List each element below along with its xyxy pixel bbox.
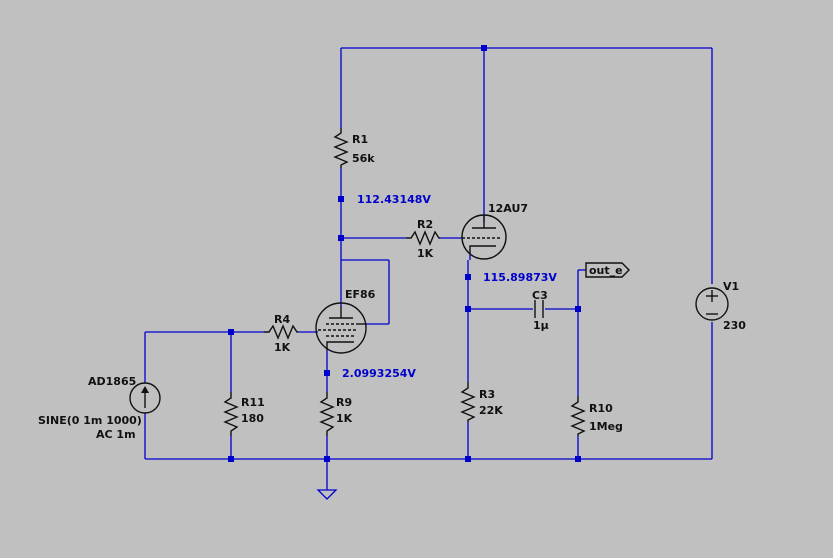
component-labels: R1 56k R2 1K 12AU7 EF86 R4 1K C3 1µ V1 2… [38, 133, 746, 441]
r9-name: R9 [336, 396, 352, 409]
voltage-12au7-cathode: 115.89873V [483, 271, 557, 284]
tube-12au7-name: 12AU7 [488, 202, 528, 215]
tube-ef86[interactable] [315, 302, 367, 354]
r3-value: 22K [479, 404, 503, 417]
r4-value: 1K [274, 341, 291, 354]
v1-value: 230 [723, 319, 746, 332]
r4-name: R4 [274, 313, 290, 326]
v1-name: V1 [723, 280, 739, 293]
source-name: AD1865 [88, 375, 136, 388]
r3-name: R3 [479, 388, 495, 401]
resistor-r3[interactable] [460, 382, 476, 422]
r10-value: 1Meg [589, 420, 623, 433]
c3-value: 1µ [533, 319, 549, 332]
tube-12au7[interactable] [461, 214, 507, 260]
r11-value: 180 [241, 412, 264, 425]
source-spec-line2: AC 1m [96, 428, 136, 441]
c3-name: C3 [532, 289, 548, 302]
r2-value: 1K [417, 247, 434, 260]
voltage-ef86-plate: 112.43148V [357, 193, 431, 206]
resistor-r9[interactable] [319, 392, 335, 436]
r11-name: R11 [241, 396, 265, 409]
source-spec-line1: SINE(0 1m 1000) [38, 414, 142, 427]
resistor-r11[interactable] [223, 392, 239, 436]
voltage-source-v1[interactable] [695, 287, 729, 321]
r10-name: R10 [589, 402, 613, 415]
net-label-text: out_e [589, 264, 623, 277]
capacitor-c3[interactable] [534, 300, 544, 318]
voltage-ef86-cathode: 2.0993254V [342, 367, 416, 380]
resistor-r2[interactable] [406, 230, 440, 246]
ground-symbol [316, 489, 338, 500]
current-source-ad1865[interactable] [129, 382, 161, 414]
r1-name: R1 [352, 133, 368, 146]
r9-value: 1K [336, 412, 353, 425]
net-label-out-e[interactable]: out_e [585, 262, 630, 278]
r1-value: 56k [352, 152, 375, 165]
node-voltages: 112.43148V 115.89873V 2.0993254V [342, 193, 557, 380]
r2-name: R2 [417, 218, 433, 231]
tube-ef86-name: EF86 [345, 288, 376, 301]
resistor-r10[interactable] [570, 396, 586, 436]
junctions [228, 45, 581, 462]
resistor-r1[interactable] [333, 128, 349, 168]
resistor-r4[interactable] [264, 324, 298, 340]
